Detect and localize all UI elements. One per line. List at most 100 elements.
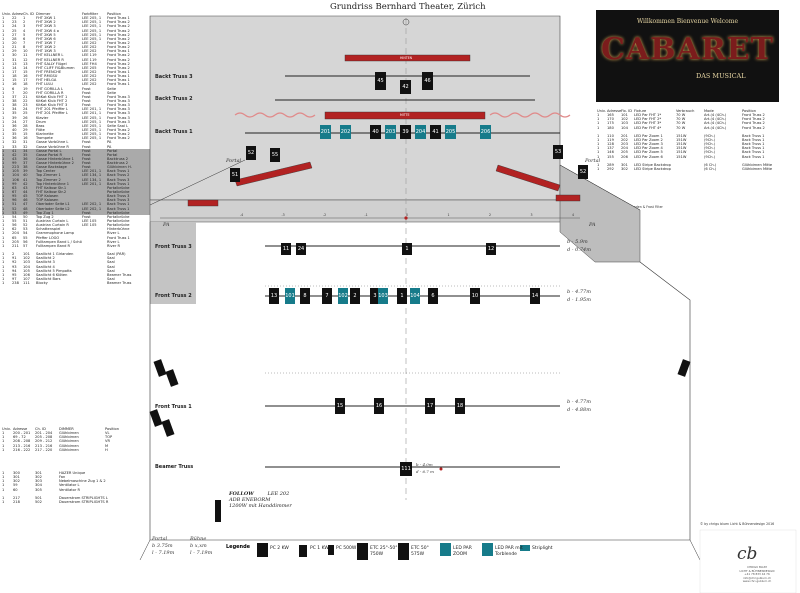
led-cell: 1 xyxy=(597,162,600,167)
fixture: 101 xyxy=(285,288,295,304)
channel-cell: 1 xyxy=(2,198,5,203)
channel-cell: 11 xyxy=(23,53,28,58)
channel-cell: Frost xyxy=(82,86,91,91)
channel-cell: Saal xyxy=(107,268,115,273)
led-cell: Glühbirnen Mitte xyxy=(742,162,773,167)
channel-cell: Gasse Vorbühne L xyxy=(36,140,69,145)
channel-cell: Gasse Hinterbühne 2 xyxy=(36,161,74,166)
channel-cell: LEE 205, 1 xyxy=(82,36,102,41)
channel-cell: 1 xyxy=(2,98,5,103)
channel-cell: LEE 205, 1 xyxy=(82,24,102,29)
channel-cell: 8 xyxy=(23,45,26,50)
led-cell: 201 xyxy=(621,133,628,138)
channel-cell: 1 xyxy=(2,194,5,199)
led-cell: LED Par Zoom 3 xyxy=(634,142,663,147)
led-cell: 119 xyxy=(607,137,614,142)
logo-sub: DAS MUSICAL xyxy=(696,72,746,80)
haze-cell: 301 xyxy=(35,471,42,475)
channel-cell: LEE 205, 1 xyxy=(82,119,102,124)
led-cell: (9Ch.) xyxy=(704,133,716,138)
channel-cell: 1 xyxy=(2,94,5,99)
channel-cell: 24 xyxy=(12,119,17,124)
channel-cell: Position xyxy=(107,12,121,16)
channel-cell: Front Truss 2 xyxy=(107,127,130,132)
haze-cell: 1 xyxy=(2,479,5,484)
channel-cell: Blocky xyxy=(36,281,48,286)
scale-tick: -1 xyxy=(364,213,368,217)
channel-cell: 57 xyxy=(23,243,28,248)
led-cell: 180 xyxy=(607,125,614,130)
channel-cell: Front Truss 2 xyxy=(107,132,130,137)
channel-cell: 23 xyxy=(12,20,17,25)
led-cell: (9Ch.) xyxy=(704,150,716,155)
channel-cell: 25 xyxy=(23,111,28,116)
channel-cell: 44 xyxy=(23,190,28,195)
led-cell: 128 xyxy=(607,142,614,147)
channel-cell: 43 xyxy=(23,185,28,190)
channel-cell: 50 xyxy=(23,214,28,219)
follow-filter: LEE 202 xyxy=(267,491,290,497)
led-cell: LED Par FHT 1* xyxy=(634,113,662,118)
channel-cell: 91 xyxy=(12,256,17,261)
dimmer-cell: Glühbirnen xyxy=(59,431,79,436)
credit: © by chrigu bluen Licht & Bühnendesign 2… xyxy=(700,522,775,526)
led-cell: 1 xyxy=(597,142,600,147)
fixture: 203 xyxy=(385,125,396,139)
label-beamer-truss: Beamer Truss xyxy=(155,464,194,470)
label-front-truss-2: Front Truss 2 xyxy=(155,293,192,299)
haze-cell: Ventilator L xyxy=(59,483,80,488)
channel-cell: 1 xyxy=(2,119,5,124)
channel-cell: PA xyxy=(107,144,112,149)
fixture: 52 xyxy=(246,146,256,160)
fixture: 10 xyxy=(470,288,480,304)
channel-cell: 107 xyxy=(23,277,30,281)
haze-cell: 218 xyxy=(13,499,20,504)
haze-cell: Nebelmaschine Zug 1 & 2 xyxy=(59,479,106,484)
fixture: 206 xyxy=(480,125,491,139)
led-cell: Back Truss 1 xyxy=(742,133,765,138)
channel-cell: Back Truss 1 xyxy=(107,206,130,211)
channel-cell: Front Truss 3 xyxy=(107,115,130,120)
stage-info: Bühne b x,xm l - 7.19m xyxy=(190,536,212,557)
channel-cell: 211 xyxy=(12,243,19,248)
portal-info: Portal b 3.75m l - 7.19m xyxy=(152,536,174,557)
channel-cell: 38 xyxy=(12,98,17,103)
channel-cell: Saallicht Bars xyxy=(36,277,61,281)
channel-cell: 6 xyxy=(23,36,26,41)
channel-cell: LEE 205 xyxy=(82,65,97,70)
channel-cell: 92 xyxy=(12,260,17,265)
channel-cell: 4 xyxy=(23,28,26,33)
channel-cell: LEE 205, 1 xyxy=(82,115,102,120)
channel-cell: 1 xyxy=(2,16,5,21)
channel-cell: 5 xyxy=(23,32,26,37)
channel-cell: 1 xyxy=(2,272,5,277)
channel-cell: 47 xyxy=(23,202,28,207)
fixture: 52 xyxy=(578,165,588,179)
led-cell: Back Truss 1 xyxy=(742,150,765,155)
scale-tick: 1 xyxy=(447,213,450,217)
channel-cell: Front Truss 3 xyxy=(107,119,130,124)
channel-cell: Frost xyxy=(82,103,91,108)
fixture: 46 xyxy=(422,72,433,90)
led-cell: 202 xyxy=(621,137,628,142)
channel-cell: Univ. xyxy=(2,12,11,16)
height-beamer-d: d - 6.7 m xyxy=(416,469,434,474)
led-cell: 1 xyxy=(597,150,600,155)
channel-cell: 19 xyxy=(23,86,28,91)
channel-cell: 21 xyxy=(23,94,28,99)
channel-cell: Portalbrücke xyxy=(107,185,130,190)
channel-cell: 41 xyxy=(23,177,28,182)
legend-item: Striplight xyxy=(532,546,553,551)
channel-cell: FHT 2KW 3 xyxy=(36,24,56,29)
channel-cell: 1 xyxy=(2,219,5,224)
